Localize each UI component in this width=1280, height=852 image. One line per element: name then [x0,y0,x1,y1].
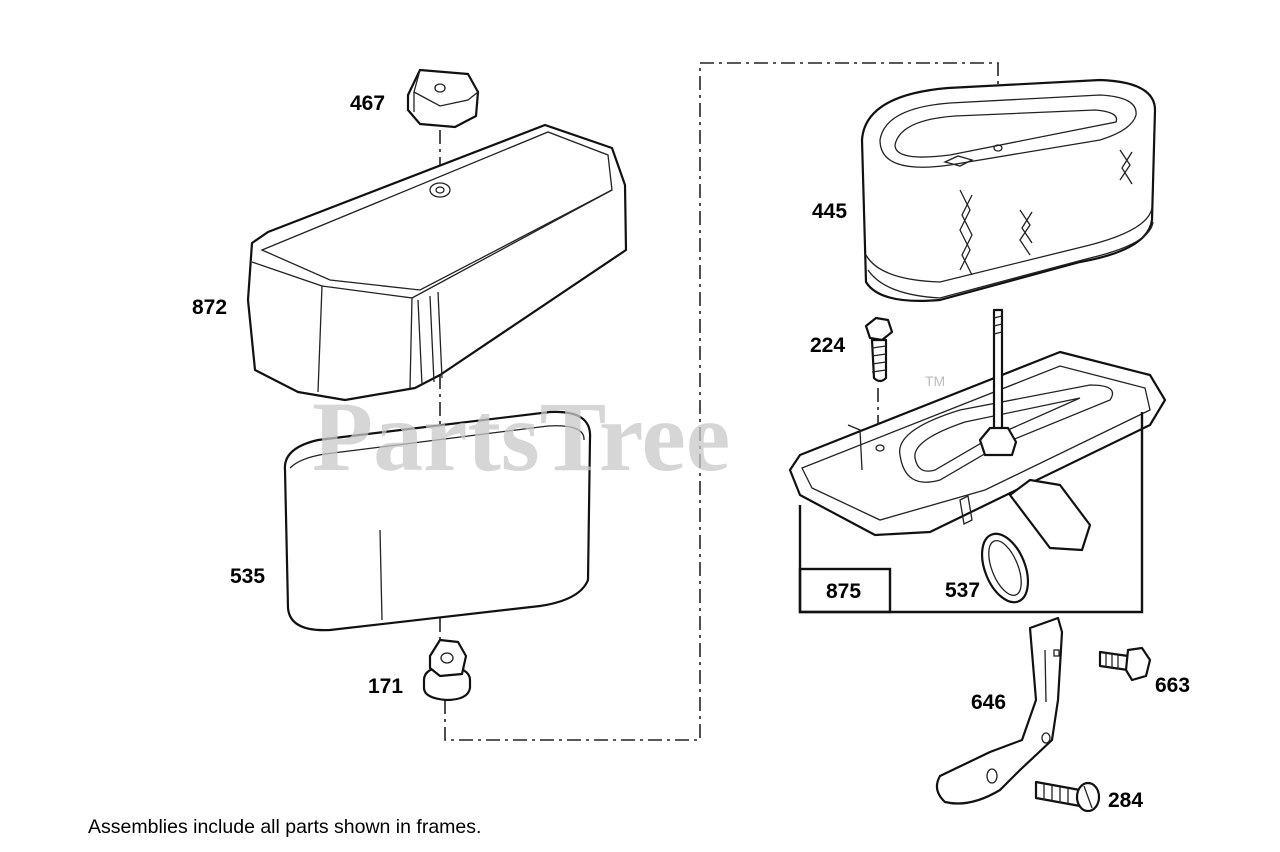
label-875: 875 [826,580,861,603]
label-171: 171 [368,675,403,698]
part-labels: 467 872 535 171 445 224 875 537 646 663 … [192,92,1190,812]
label-284: 284 [1108,789,1143,812]
watermark-text: PartsTree [312,381,730,492]
oring-537[interactable] [973,527,1037,609]
precleaner-535[interactable] [283,410,592,632]
filter-445[interactable] [860,78,1157,302]
nut-171[interactable] [422,638,472,702]
bolt-224[interactable] [864,316,894,383]
label-445: 445 [812,200,847,223]
label-535: 535 [230,565,265,588]
base-875[interactable] [788,308,1167,552]
bracket-646[interactable] [935,616,1064,805]
assembly-frame-875 [798,412,1144,614]
watermark: PartsTree TM [312,373,945,492]
label-872: 872 [192,296,227,319]
label-467: 467 [350,92,385,115]
screw-284[interactable] [1034,780,1101,813]
screw-663[interactable] [1098,646,1152,682]
label-537: 537 [945,579,980,602]
cover-872[interactable] [246,123,628,402]
label-663: 663 [1155,674,1190,697]
assembly-footnote: Assemblies include all parts shown in fr… [88,816,482,838]
label-224: 224 [810,334,845,357]
knob-467[interactable] [406,68,480,129]
watermark-trademark: TM [925,373,945,389]
label-646: 646 [971,691,1006,714]
